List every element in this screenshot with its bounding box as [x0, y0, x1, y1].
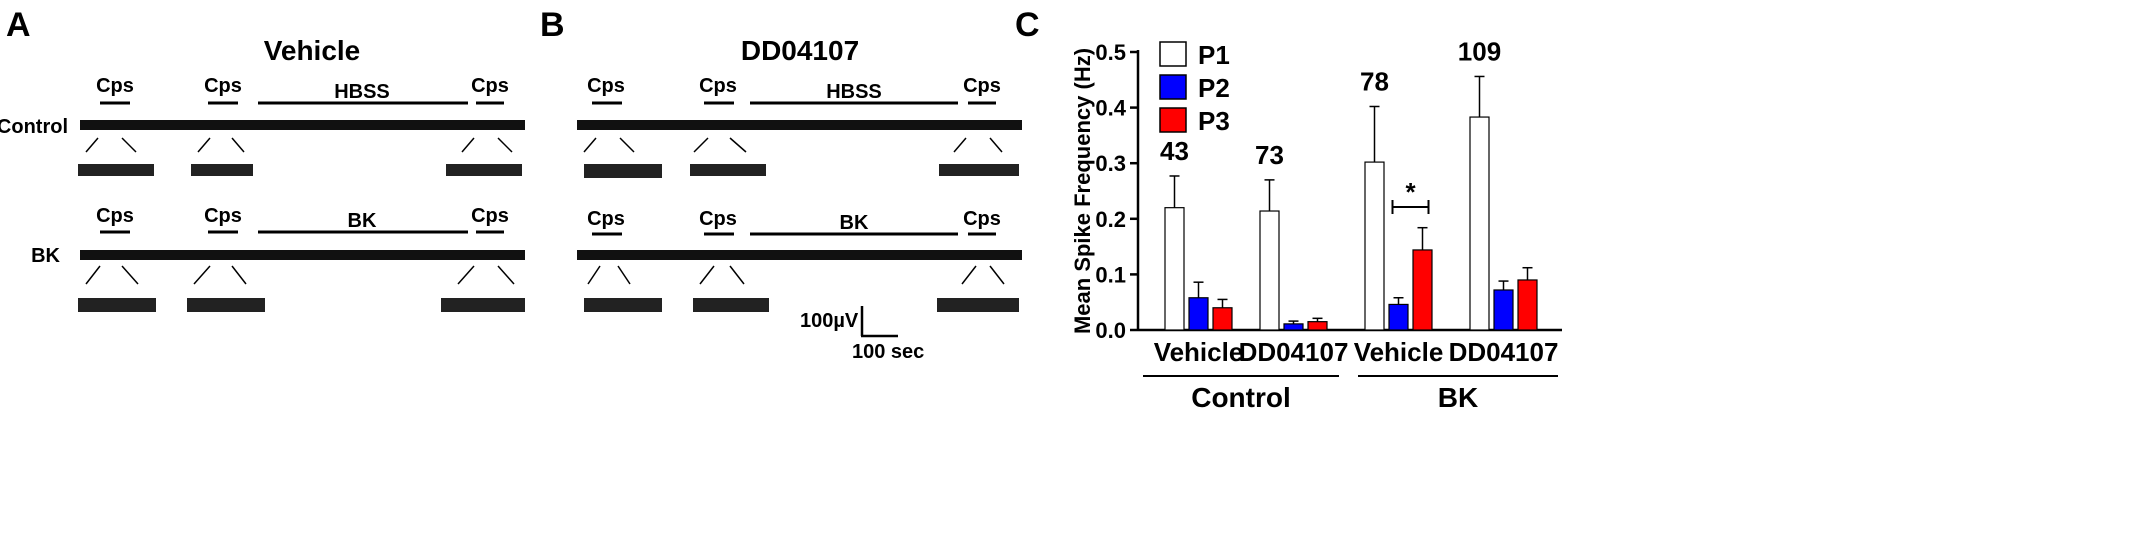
- panel-a-r1-seg3-label: HBSS: [334, 81, 390, 103]
- panel-b-r1-seg4-label: Cps: [963, 75, 1001, 97]
- n-label: 78: [1360, 66, 1389, 96]
- bar-p2: [1388, 303, 1409, 331]
- panel-b-r1-zoom-lines: [583, 137, 1003, 153]
- panel-a-r2-zoom-2: [187, 298, 265, 312]
- panel-b-r2-seg1-label: Cps: [587, 208, 625, 230]
- panel-b-r2-zoom-lines: [587, 265, 1005, 285]
- bar-p1: [1164, 207, 1185, 331]
- bar-p3: [1307, 321, 1328, 331]
- legend-swatch-p1: [1159, 41, 1187, 67]
- panel-a-r2-zoom-1: [78, 298, 156, 312]
- panel-b-r2-zoom-3: [937, 298, 1019, 312]
- bar-p3: [1212, 307, 1233, 331]
- scale-bar-x-label: 100 sec: [852, 341, 924, 363]
- panel-a-r1-trace: [80, 120, 525, 130]
- group-label: BK: [1438, 382, 1478, 413]
- legend-label-p3: P3: [1198, 106, 1230, 136]
- category-label: Vehicle: [1154, 337, 1244, 367]
- panel-b-r2-seg2-label: Cps: [699, 208, 737, 230]
- panel-a-r1-zoom-lines: [85, 137, 513, 153]
- category-label: Vehicle: [1354, 337, 1444, 367]
- bar-p1: [1364, 161, 1385, 331]
- panel-a-r2-trace: [80, 250, 525, 260]
- legend-swatch-p3: [1159, 107, 1187, 133]
- bar-p2: [1188, 297, 1209, 331]
- n-label: 43: [1160, 136, 1189, 166]
- panel-b-letter: B: [540, 6, 565, 44]
- legend-label-p2: P2: [1198, 73, 1230, 103]
- panel-b-r2-zoom-1: [584, 298, 662, 312]
- bar-p2: [1493, 289, 1514, 331]
- panel-b-r2-trace: [577, 250, 1022, 260]
- scale-bar: 100µV 100 sec: [800, 306, 924, 363]
- panel-c-letter: C: [1015, 6, 1040, 44]
- panel-b-r1-zoom-1: [584, 164, 662, 178]
- panel-b-r1-seg1-label: Cps: [587, 75, 625, 97]
- panel-b-r1-zoom-2: [690, 164, 766, 176]
- panel-b-title: DD04107: [741, 35, 859, 66]
- panel-a: Vehicle Control BK Cps Cps HBSS Cps Cps …: [0, 35, 525, 312]
- panel-a-r2-seg4-label: Cps: [471, 205, 509, 227]
- y-tick-label: 0.5: [1095, 40, 1126, 65]
- panel-b: DD04107 Cps Cps HBSS Cps Cps Cps BK Cps: [577, 35, 1022, 363]
- n-label: 73: [1255, 140, 1284, 170]
- y-tick-label: 0.0: [1095, 318, 1126, 343]
- legend-swatch-p2: [1159, 74, 1187, 100]
- y-tick-label: 0.2: [1095, 207, 1126, 232]
- panel-b-r1-seg2-label: Cps: [699, 75, 737, 97]
- panel-b-r2-seg4-label: Cps: [963, 208, 1001, 230]
- panel-a-row-label-control: Control: [0, 116, 68, 138]
- bar-p1: [1469, 116, 1490, 331]
- panel-b-r2-zoom-2: [693, 298, 769, 312]
- panel-b-r1-seg3-label: HBSS: [826, 81, 882, 103]
- panel-a-r2-zoom-lines: [85, 265, 515, 285]
- chart-bars: [1164, 75, 1538, 331]
- y-tick-label: 0.1: [1095, 262, 1126, 287]
- group-label: Control: [1191, 382, 1291, 413]
- panel-a-r1-seg2-label: Cps: [204, 75, 242, 97]
- panel-a-r1-zoom-1: [78, 164, 154, 176]
- panel-a-r1-zoom-2: [191, 164, 253, 176]
- panel-a-r2-seg1-label: Cps: [96, 205, 134, 227]
- y-tick-label: 0.4: [1095, 96, 1126, 121]
- bar-p3: [1517, 279, 1538, 331]
- significance-marker: *: [1405, 177, 1416, 207]
- panel-a-r1-seg1-label: Cps: [96, 75, 134, 97]
- panel-a-r1-seg4-label: Cps: [471, 75, 509, 97]
- panel-b-r1-trace: [577, 120, 1022, 130]
- panel-a-r2-seg2-label: Cps: [204, 205, 242, 227]
- panel-a-row-label-bk: BK: [31, 245, 60, 267]
- panel-b-r2-seg3-label: BK: [840, 212, 869, 234]
- bar-p2: [1283, 323, 1304, 331]
- panel-a-r2-seg3-label: BK: [348, 210, 377, 232]
- scale-bar-y-label: 100µV: [800, 310, 859, 332]
- panel-a-r2-zoom-3: [441, 298, 525, 312]
- legend-label-p1: P1: [1198, 40, 1230, 70]
- category-label: DD04107: [1239, 337, 1349, 367]
- category-label: DD04107: [1449, 337, 1559, 367]
- bar-p1: [1259, 210, 1280, 331]
- y-tick-label: 0.3: [1095, 151, 1126, 176]
- y-axis-label: Mean Spike Frequency (Hz): [1070, 48, 1095, 334]
- panel-a-letter: A: [6, 6, 31, 44]
- panel-a-title: Vehicle: [264, 35, 361, 66]
- panel-b-r1-zoom-3: [939, 164, 1019, 176]
- bar-p3: [1412, 249, 1433, 331]
- panel-a-r1-zoom-3: [446, 164, 522, 176]
- n-label: 109: [1458, 36, 1501, 66]
